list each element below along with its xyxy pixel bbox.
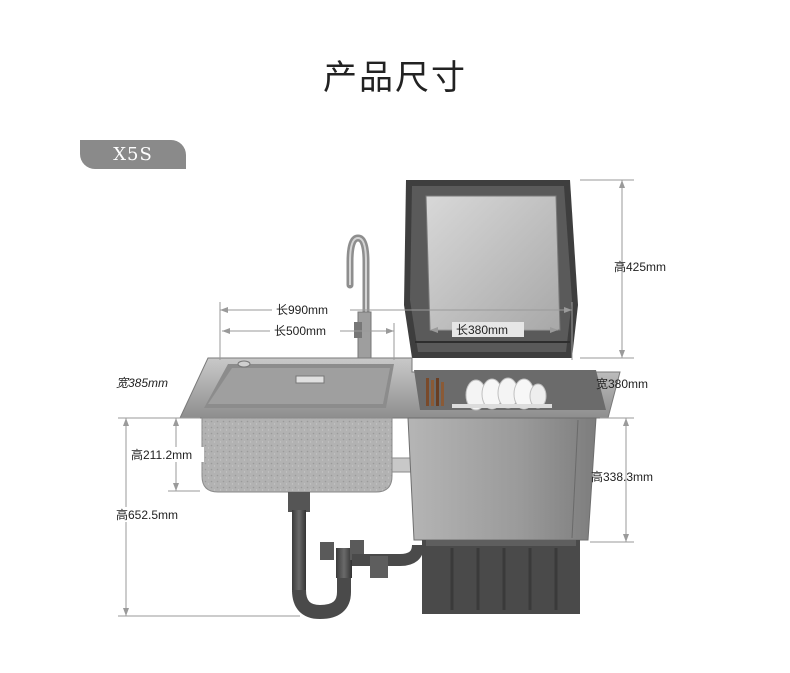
- washer-length-label: 长380mm: [456, 323, 508, 337]
- sink-length-label: 长500mm: [274, 324, 326, 338]
- total-length-label: 长990mm: [276, 303, 328, 317]
- sink-basin: [201, 417, 443, 493]
- utensils: [426, 378, 444, 406]
- cabinet-base: [422, 540, 580, 614]
- sink-deck: [179, 357, 621, 419]
- dimension-arrows: [123, 180, 629, 616]
- model-badge: X5S: [80, 140, 186, 169]
- page-title: 产品尺寸: [323, 58, 467, 98]
- total-height-label: 高652.5mm: [116, 507, 178, 522]
- dishwasher-body: [407, 417, 597, 541]
- dish-rack: [414, 370, 606, 411]
- washer-body-height-label: 高338.3mm: [591, 469, 653, 484]
- drain-pipes: [288, 492, 424, 620]
- lid-height-label: 高425mm: [614, 259, 666, 274]
- dishwasher-lid: [404, 180, 578, 358]
- faucet: [346, 234, 372, 363]
- sink-width-label: 宽385mm: [116, 376, 168, 390]
- washer-width-label: 宽380mm: [596, 376, 648, 391]
- plates: [465, 377, 547, 411]
- basin-depth-label: 高211.2mm: [131, 447, 192, 462]
